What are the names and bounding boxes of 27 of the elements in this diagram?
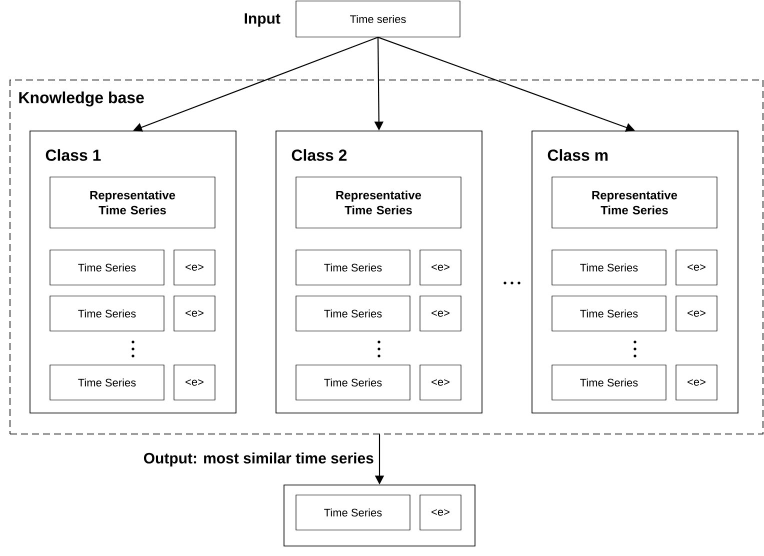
input-box: Time series [296, 0, 460, 38]
series-box: Time Series [552, 364, 666, 400]
error-box: <e> [174, 250, 216, 286]
error-box: <e> [174, 296, 216, 332]
input-label: Input [244, 13, 280, 27]
series-box: Time Series [296, 494, 410, 530]
error-box: <e> [676, 296, 718, 332]
series-box: Time Series [50, 250, 164, 286]
error-box: <e> [676, 364, 718, 400]
edge-label: Output: most similar time series [144, 452, 374, 466]
series-box: Time Series [296, 296, 410, 332]
representative-box: Representative Time Series [552, 176, 718, 228]
representative-box: Representative Time Series [296, 176, 462, 228]
representative-box: Representative Time Series [50, 176, 216, 228]
output-box [284, 484, 476, 546]
series-box: Time Series [296, 364, 410, 400]
error-box: <e> [420, 296, 462, 332]
series-box: Time Series [552, 296, 666, 332]
error-box: <e> [174, 364, 216, 400]
error-box: <e> [676, 250, 718, 286]
series-box: Time Series [50, 296, 164, 332]
error-box: <e> [420, 250, 462, 286]
series-box: Time Series [296, 250, 410, 286]
series-box: Time Series [50, 364, 164, 400]
error-box: <e> [420, 364, 462, 400]
series-box: Time Series [552, 250, 666, 286]
error-box: <e> [420, 494, 462, 530]
